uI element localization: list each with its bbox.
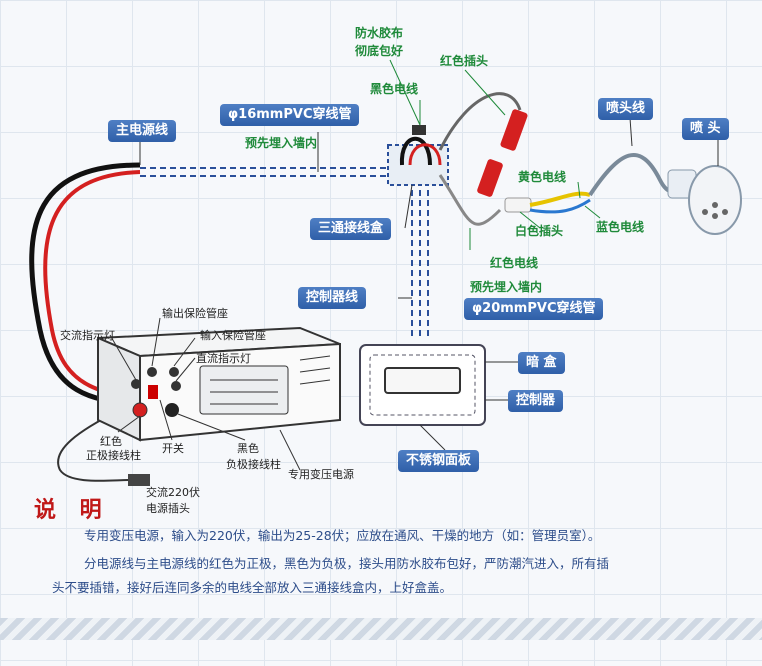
- leader-out-fuse: [151, 317, 161, 367]
- text-out-fuse: 输出保险管座: [162, 307, 228, 320]
- leader-tee: [404, 184, 413, 229]
- red-plug-cable: [438, 92, 522, 151]
- text-black-wire: 黑色电线: [370, 82, 419, 96]
- text-ac-plug-1: 交流220伏: [146, 486, 200, 499]
- label-pvc20: φ20mmPVC穿线管: [464, 298, 604, 320]
- ac-plug: [128, 474, 150, 486]
- label-controller-wire: 控制器线: [298, 287, 367, 309]
- output-fuse: [147, 367, 157, 377]
- leader-sprinkler-wire: [629, 117, 633, 147]
- label-sprinkler-wire: 喷头线: [598, 98, 654, 120]
- text-pre-bury-top: 预先埋入墙内: [245, 136, 318, 150]
- label-pvc16: φ16mmPVC穿线管: [220, 104, 360, 126]
- leader-dc-lamp: [175, 357, 196, 382]
- label-stainless-panel: 不锈钢面板: [398, 450, 480, 472]
- text-yellow-wire: 黄色电线: [518, 170, 567, 184]
- label-sprinkler: 喷 头: [682, 118, 729, 140]
- bottom-stripe: [0, 618, 762, 640]
- text-red-terminal-1: 红色: [100, 435, 122, 448]
- junction-red-wires: [408, 143, 442, 166]
- explain-line-1: 专用变压电源，输入为220伏，输出为25-28伏；应放在通风、干燥的地方（如：管…: [84, 528, 601, 543]
- explain-line-3: 头不要插错，接好后连同多余的电线全部放入三通接线盒内，上好盒盖。: [52, 580, 453, 595]
- explain-title: 说 明: [34, 498, 110, 523]
- red-plug-upper: [500, 109, 528, 151]
- text-ac-lamp: 交流指示灯: [60, 329, 115, 342]
- leader-black-term: [177, 413, 246, 441]
- dc-indicator-lamp: [171, 381, 181, 391]
- leader-switch: [159, 399, 173, 441]
- label-main-power: 主电源线: [108, 120, 177, 142]
- leader-red-term: [117, 415, 141, 433]
- leader-transformer: [279, 429, 301, 471]
- label-tee-box: 三通接线盒: [310, 218, 392, 240]
- label-controller: 控制器: [508, 390, 564, 412]
- waterproof-tape: [412, 125, 426, 135]
- input-fuse: [169, 367, 179, 377]
- text-switch: 开关: [162, 442, 184, 455]
- text-dc-lamp: 直流指示灯: [196, 352, 251, 365]
- red-plug-lower: [477, 159, 503, 197]
- text-in-fuse: 输入保险管座: [200, 329, 266, 342]
- text-transformer: 专用变压电源: [288, 468, 354, 481]
- main-power-black-cable: [29, 162, 141, 408]
- black-negative-terminal: [165, 403, 179, 417]
- leader-white-plug: [519, 211, 541, 229]
- red-positive-terminal: [132, 402, 148, 418]
- text-waterproof: 防水胶布: [355, 26, 404, 40]
- transformer-box: [97, 326, 341, 442]
- sprinkler-head: [667, 165, 742, 235]
- power-switch: [148, 385, 158, 399]
- text-wrap: 彻底包好: [355, 44, 404, 58]
- leader-panel: [419, 424, 446, 451]
- blue-wire: [529, 198, 591, 214]
- text-black-terminal-2: 负极接线柱: [226, 458, 281, 471]
- yellow-wire: [529, 191, 591, 207]
- leader-ac-lamp: [109, 334, 137, 381]
- leader-waterproof: [389, 59, 421, 126]
- text-ac-plug-2: 电源插头: [146, 502, 190, 515]
- text-red-plug: 红色插头: [440, 54, 489, 68]
- ac-plug-cable: [57, 409, 131, 482]
- text-white-plug: 白色插头: [515, 224, 564, 238]
- junction-black-wires: [399, 136, 432, 166]
- text-black-terminal-1: 黑色: [237, 442, 259, 455]
- explain-line-2: 分电源线与主电源线的红色为正极，黑色为负极，接头用防水胶布包好，严防潮汽进入，所…: [84, 556, 610, 571]
- white-plug: [504, 197, 532, 213]
- text-red-terminal-2: 正极接线柱: [86, 449, 141, 462]
- text-blue-wire: 蓝色电线: [596, 220, 645, 234]
- label-dark-box: 暗 盒: [518, 352, 565, 374]
- leader-blue-wire: [584, 205, 601, 219]
- red-wire: [438, 174, 502, 226]
- ac-indicator-lamp: [131, 379, 141, 389]
- leader-in-fuse: [173, 337, 196, 367]
- text-pre-bury-mid: 预先埋入墙内: [470, 280, 543, 294]
- controller-panel: [359, 344, 486, 426]
- text-red-wire: 红色电线: [490, 256, 539, 270]
- leader-red-plug: [464, 69, 506, 116]
- leader-yellow-wire: [577, 181, 581, 199]
